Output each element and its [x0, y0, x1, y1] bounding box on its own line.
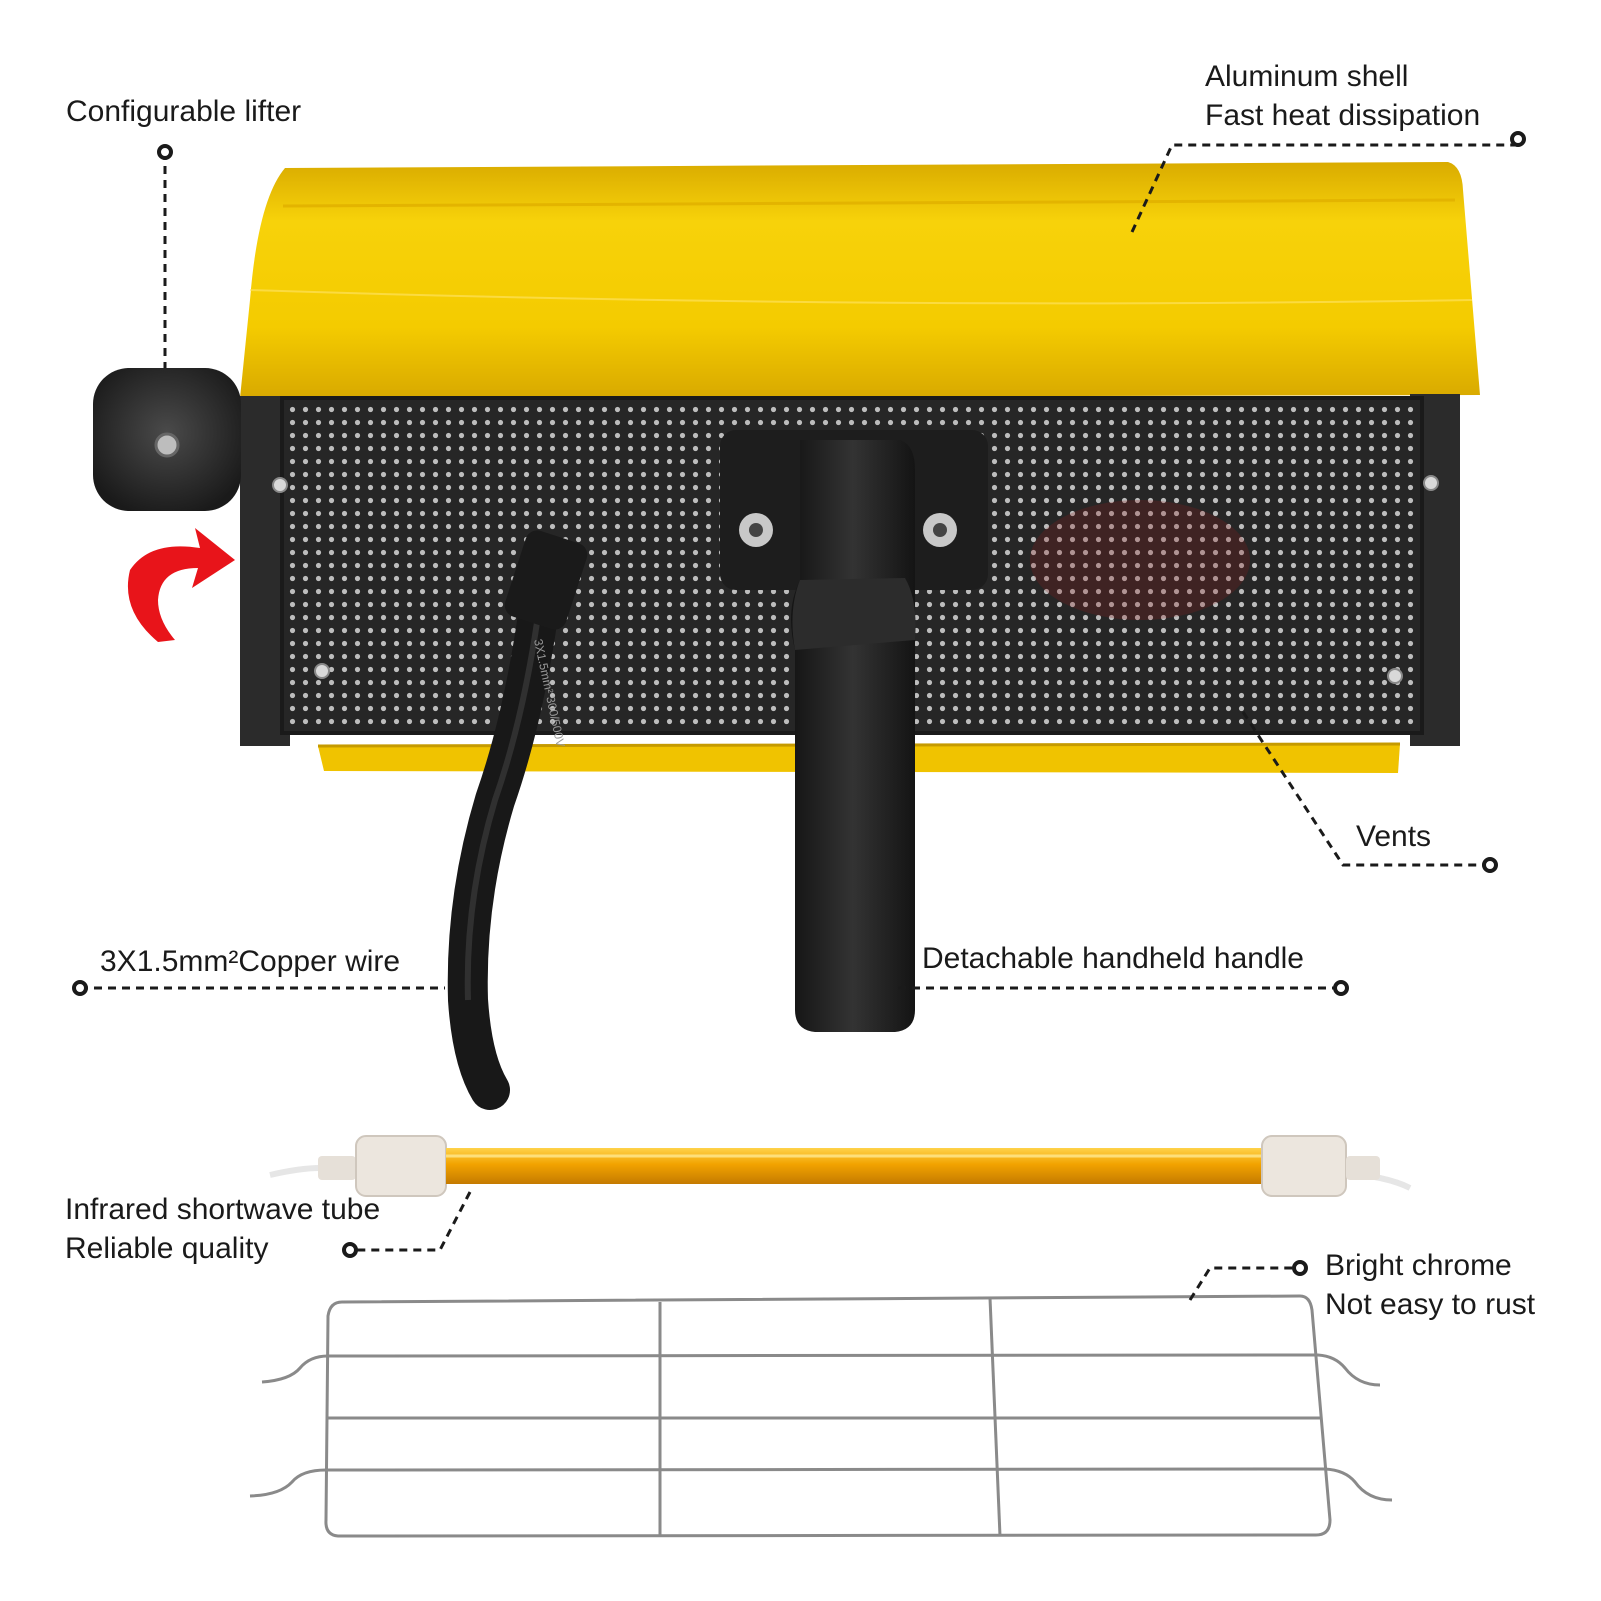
tube-line-2: Reliable quality	[65, 1232, 269, 1265]
callout-leaders	[80, 143, 1518, 1301]
label-configurable-lifter: Configurable lifter	[66, 92, 301, 131]
label-detachable-handle: Detachable handheld handle	[922, 939, 1304, 978]
label-aluminum-shell: Aluminum shell Fast heat dissipation	[1205, 57, 1480, 135]
grill-line-2: Not easy to rust	[1325, 1288, 1536, 1321]
shell-line-1: Aluminum shell	[1205, 60, 1409, 93]
label-infrared-tube: Infrared shortwave tube Reliable quality	[65, 1190, 380, 1268]
vents-text: Vents	[1356, 820, 1432, 853]
handheld-handle	[791, 440, 916, 1032]
label-vents: Vents	[1356, 817, 1431, 856]
lifter-text: Configurable lifter	[66, 95, 302, 128]
callout-dots	[72, 131, 1526, 1276]
label-copper-wire: 3X1.5mm²Copper wire	[100, 942, 400, 981]
handle-text: Detachable handheld handle	[922, 942, 1304, 975]
infrared-tube	[269, 1135, 1412, 1197]
shell-line-2: Fast heat dissipation	[1205, 99, 1481, 132]
tube-line-1: Infrared shortwave tube	[65, 1193, 381, 1226]
grill-line-1: Bright chrome	[1325, 1249, 1512, 1282]
chrome-grill	[249, 1294, 1393, 1538]
lifter-inset	[93, 368, 241, 511]
label-bright-chrome: Bright chrome Not easy to rust	[1325, 1246, 1535, 1324]
red-arrow-icon	[127, 528, 235, 642]
wire-text: 3X1.5mm²Copper wire	[100, 945, 401, 978]
